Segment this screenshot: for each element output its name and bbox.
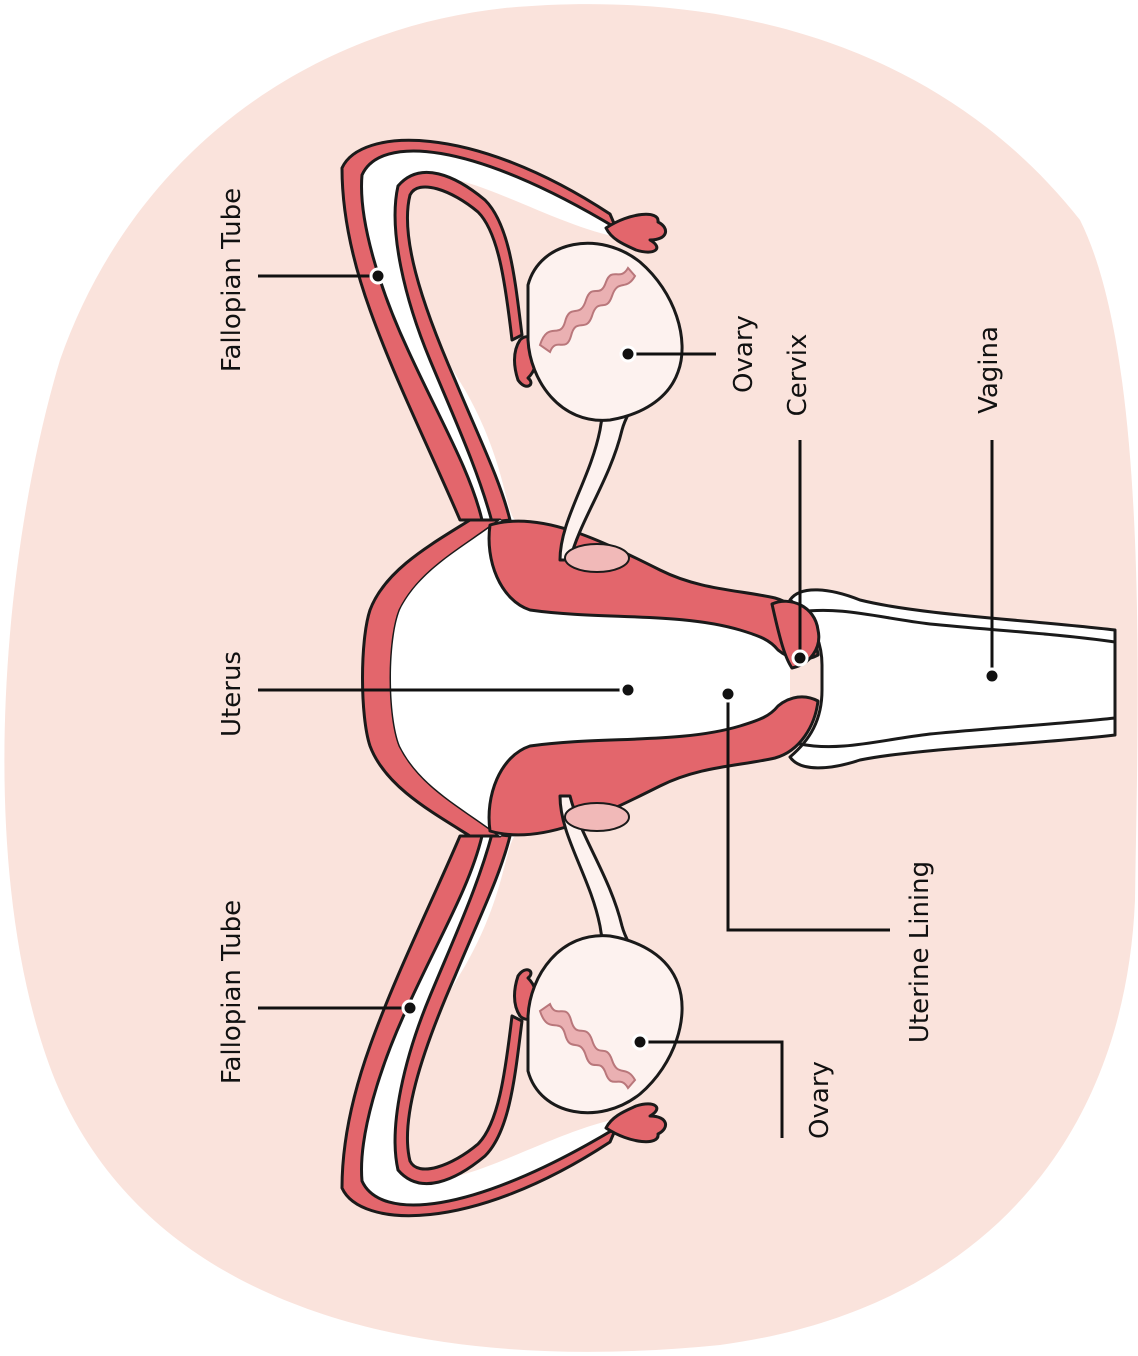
dot-uterine-lining xyxy=(721,687,735,701)
dot-ovary-top xyxy=(621,347,635,361)
ovary-bottom-attachment xyxy=(565,803,629,831)
dot-ovary-bottom xyxy=(633,1035,647,1049)
label-fallopian-tube-bottom: Fallopian Tube xyxy=(217,900,247,1084)
dot-fallopian-tube-bottom xyxy=(403,1001,417,1015)
dot-vagina xyxy=(985,669,999,683)
dot-cervix xyxy=(793,651,807,665)
dot-uterus xyxy=(621,683,635,697)
dot-fallopian-tube-top xyxy=(371,269,385,283)
label-uterus: Uterus xyxy=(217,651,247,737)
label-fallopian-tube-top: Fallopian Tube xyxy=(217,188,247,372)
ovary-top-attachment xyxy=(565,544,629,572)
label-uterine-lining: Uterine Lining xyxy=(905,861,935,1043)
label-ovary-top: Ovary xyxy=(729,315,759,393)
label-cervix: Cervix xyxy=(783,334,813,417)
label-vagina: Vagina xyxy=(974,326,1004,414)
label-ovary-bottom: Ovary xyxy=(805,1061,835,1139)
